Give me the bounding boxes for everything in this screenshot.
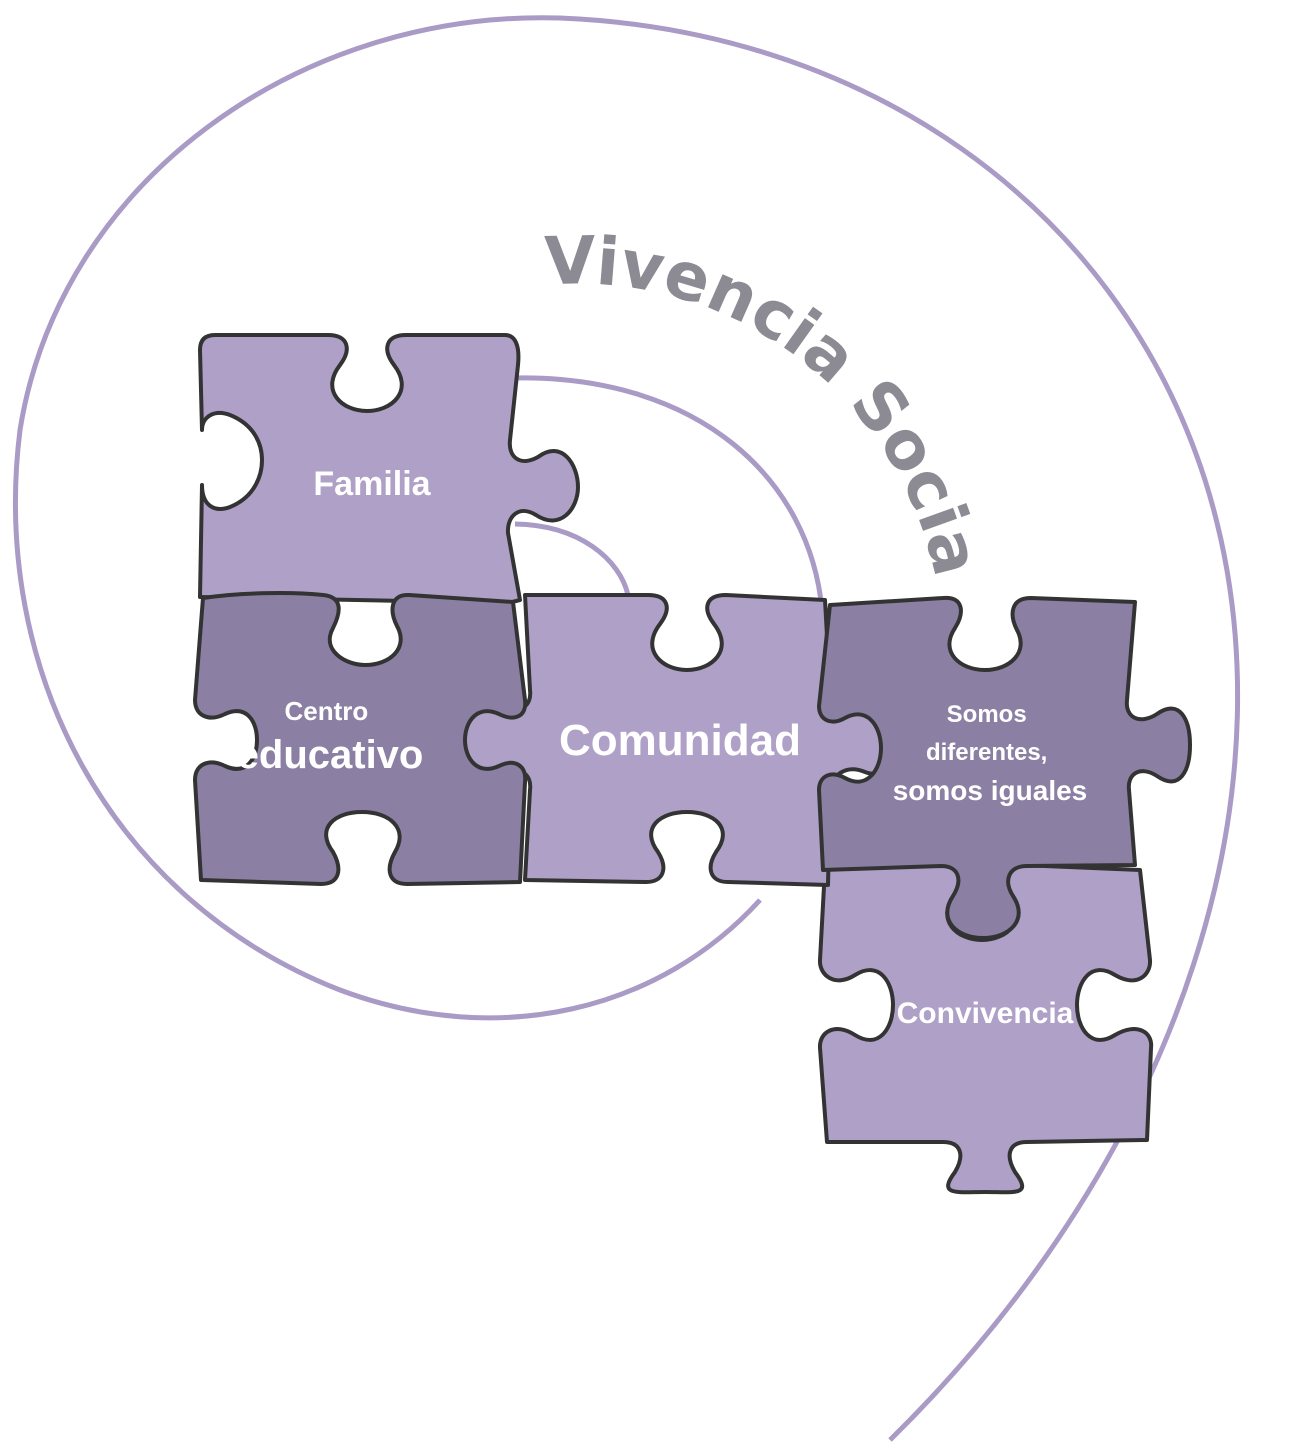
puzzle-shape (193, 591, 528, 886)
puzzle-piece-familia: Familia (198, 333, 580, 605)
puzzle-piece-convivencia: Convivencia (818, 863, 1154, 1195)
piece-label-familia: Familia (313, 465, 431, 503)
piece-label-somos-diferentes: Somos diferentes, somos iguales (893, 701, 1088, 806)
puzzle-shape (198, 333, 580, 605)
spiral (12, 15, 1241, 1442)
puzzle-piece-centro-educativo: Centro educativo (193, 591, 528, 886)
puzzle-piece-comunidad: Comunidad (462, 593, 894, 887)
puzzle-shape (817, 595, 1192, 940)
spiral-middle (514, 375, 825, 611)
piece-label-centro-educativo: Centro educativo (237, 696, 424, 777)
piece-label-comunidad: Comunidad (559, 716, 801, 765)
spiral-inner (514, 521, 631, 596)
puzzle-piece-somos-diferentes: Somos diferentes, somos iguales (817, 595, 1192, 940)
spiral-outer (12, 15, 1241, 1442)
piece-label-convivencia: Convivencia (897, 997, 1074, 1030)
